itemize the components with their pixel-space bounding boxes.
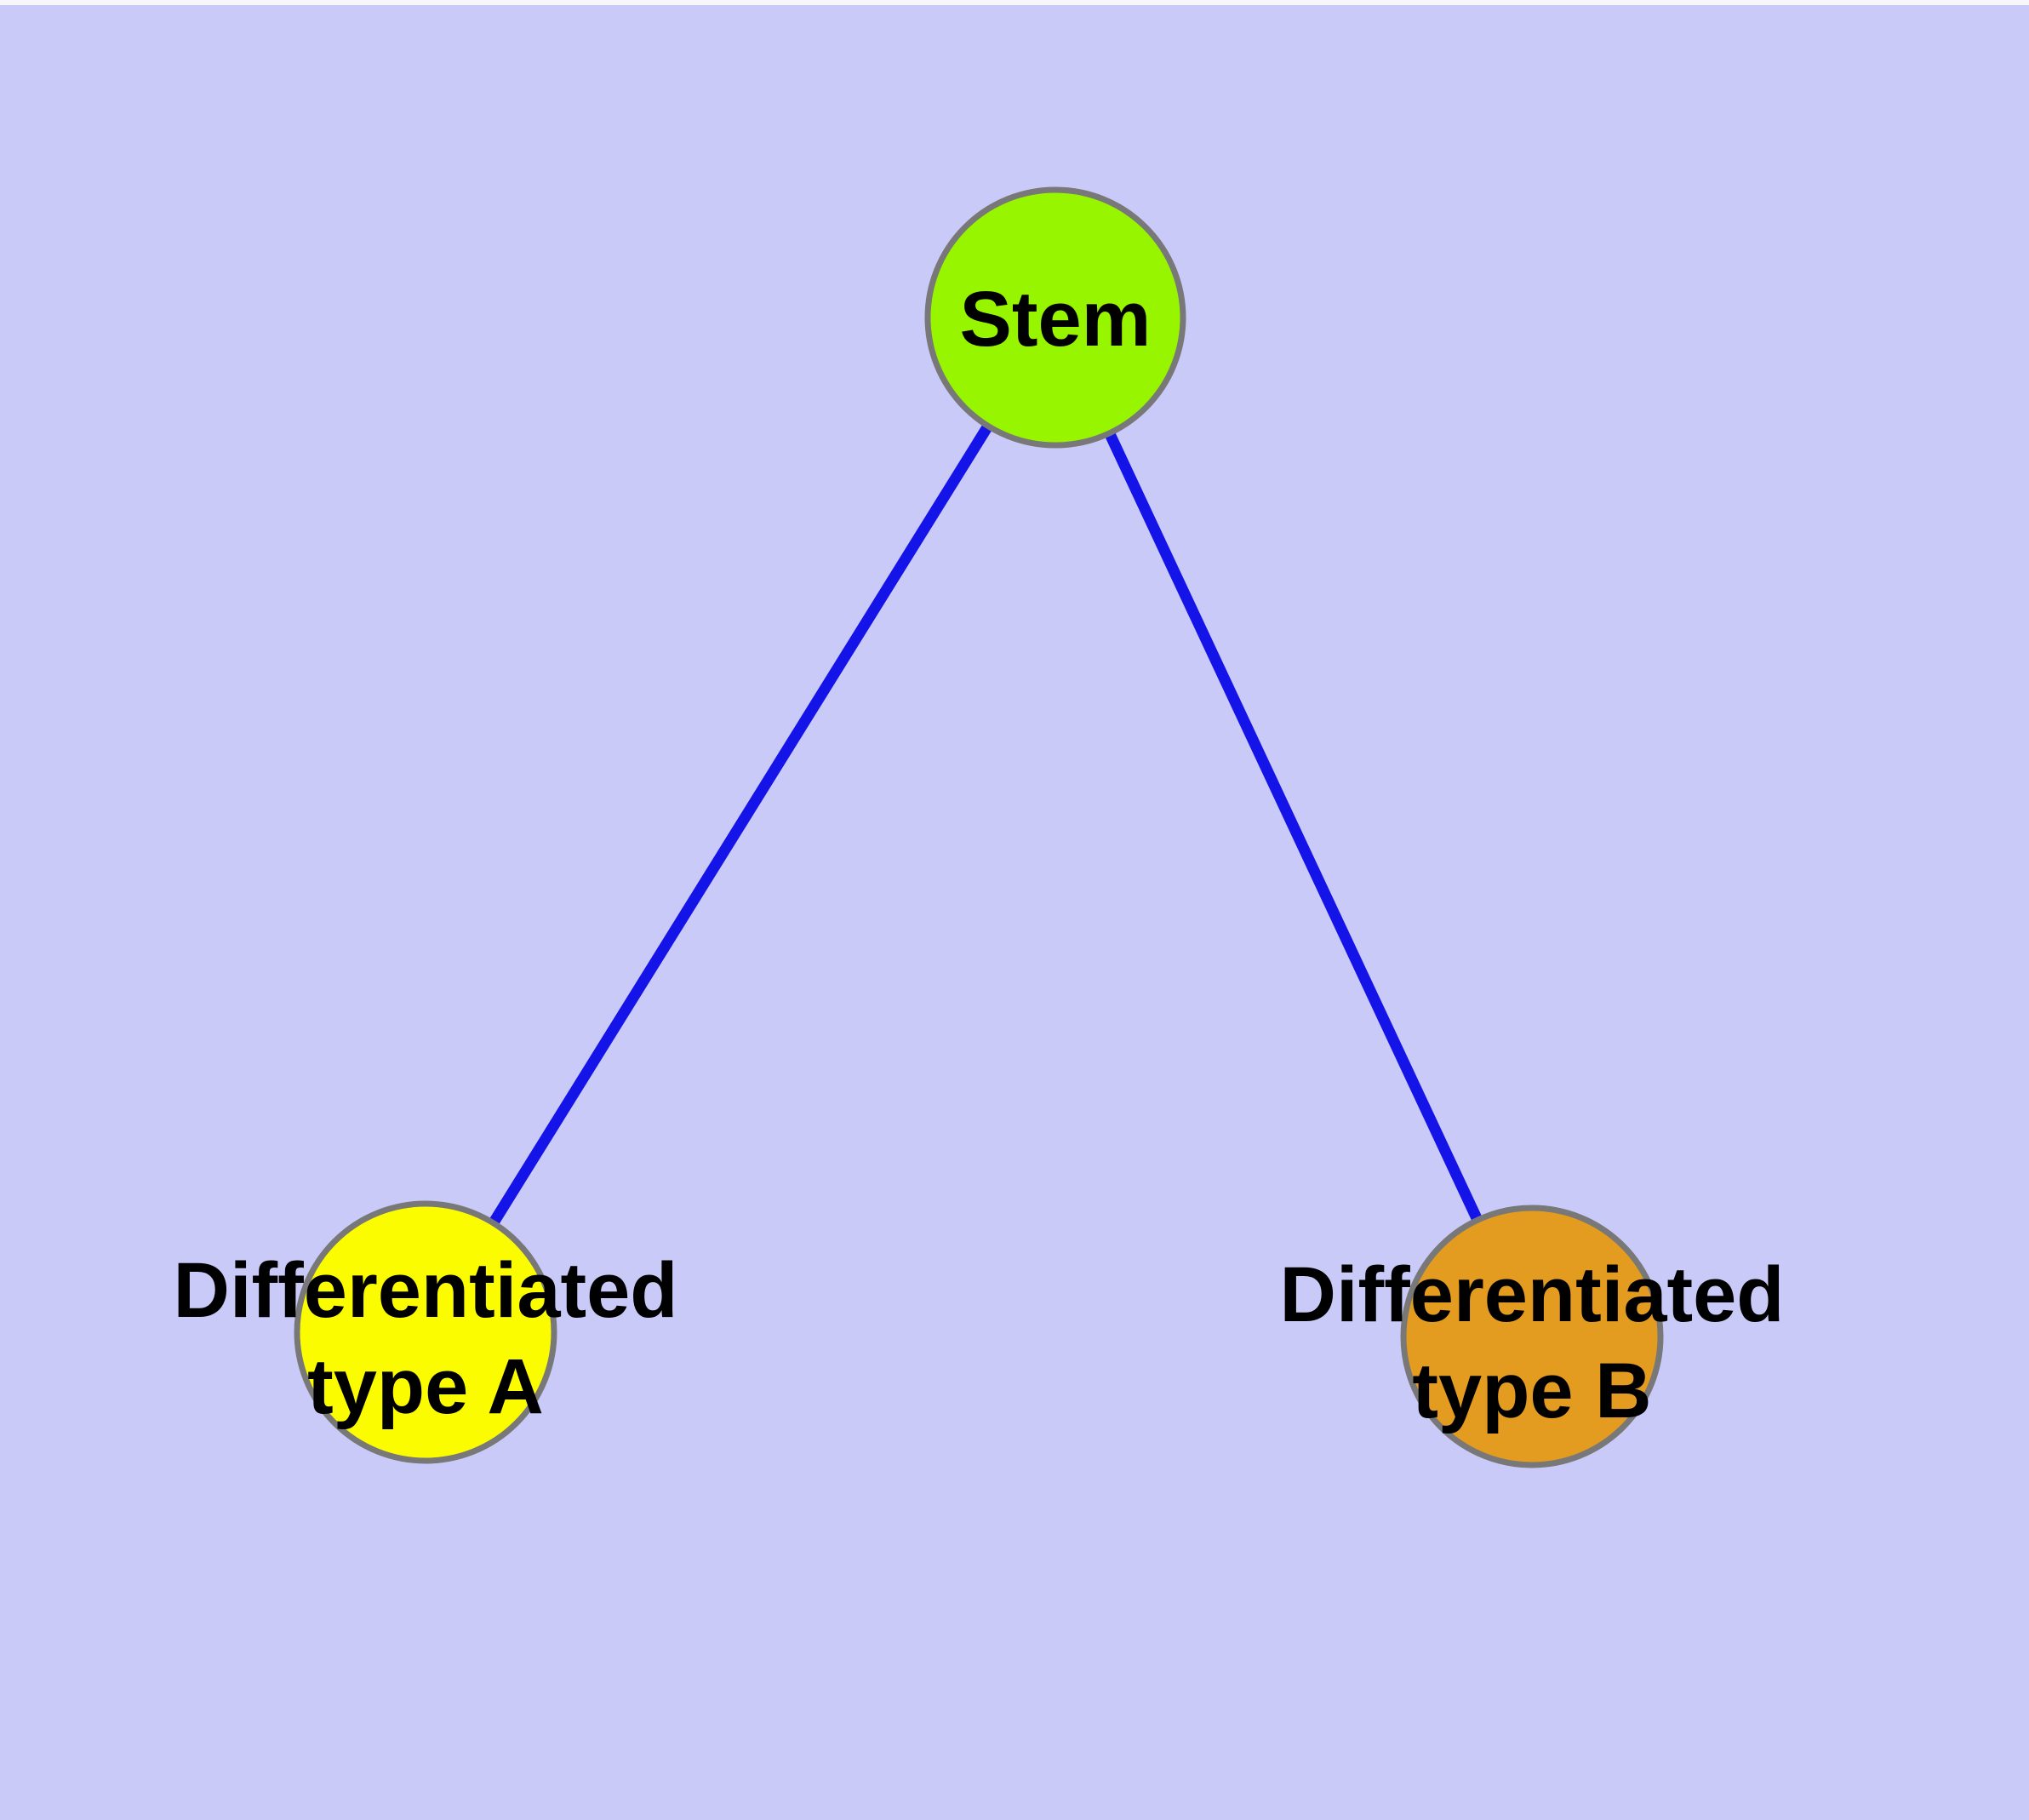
node-differentiated-type-a — [294, 1200, 557, 1464]
node-type-b-label-line2: type B — [1412, 1348, 1651, 1434]
node-type-b-label-line1: Differentiated — [1280, 1251, 1785, 1338]
node-type-a-label-line1: Differentiated — [174, 1247, 678, 1334]
edge-stem-to-type-a — [420, 314, 1060, 1336]
node-stem — [924, 186, 1186, 449]
node-type-a-label-line2: type A — [307, 1343, 544, 1430]
edge-stem-to-type-b — [1050, 315, 1537, 1339]
node-stem-label: Stem — [960, 276, 1152, 363]
canvas-top-edge — [0, 0, 2029, 5]
node-differentiated-type-b — [1400, 1205, 1664, 1468]
